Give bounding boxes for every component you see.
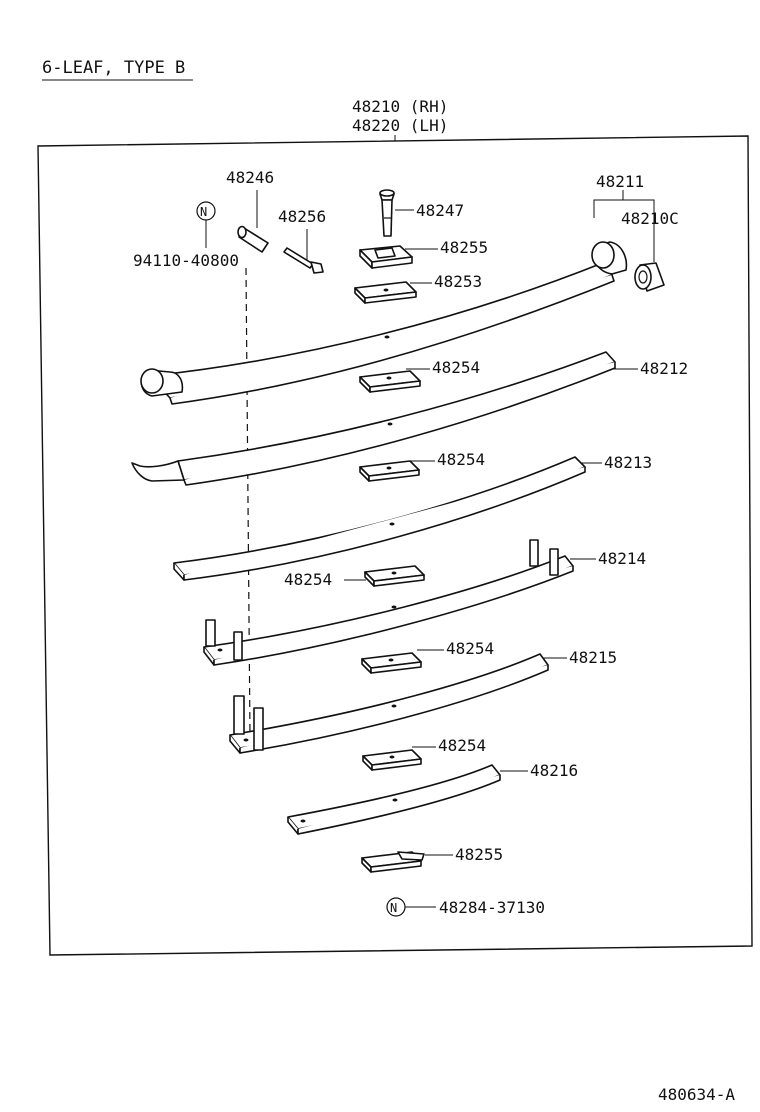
liner-48254-a [359, 370, 421, 393]
leaf-48216 [287, 764, 501, 835]
liner-48254-c [364, 565, 425, 587]
n-mark-letter: N [200, 205, 207, 219]
leaf-48214 [203, 539, 574, 666]
diagram-title: 6-LEAF, TYPE B [42, 58, 185, 78]
liner-48254-d [361, 652, 422, 674]
assembly-frame [37, 135, 753, 956]
label-48246: 48246 [226, 168, 274, 187]
plate-48255-bottom [361, 851, 425, 873]
label-48212: 48212 [640, 359, 688, 378]
figure-reference-code: 480634-A [658, 1085, 735, 1104]
label-48256: 48256 [278, 207, 326, 226]
label-48284-37130: 48284-37130 [439, 898, 545, 917]
bushing-48210c [634, 262, 665, 292]
label-48213: 48213 [604, 453, 652, 472]
plate-48253 [354, 281, 417, 304]
label-48216: 48216 [530, 761, 578, 780]
label-48210c: 48210C [621, 209, 679, 228]
label-48254-a: 48254 [432, 358, 480, 377]
label-48254-b: 48254 [437, 450, 485, 469]
leaf-48215 [229, 653, 549, 754]
label-48255-top: 48255 [440, 238, 488, 257]
plate-48255-top [359, 245, 413, 269]
label-48211: 48211 [596, 172, 644, 191]
leader-48211-bracket [593, 199, 655, 262]
main-leaf-48211 [140, 241, 628, 405]
leaf-48213 [173, 456, 586, 581]
liner-48254-e [362, 749, 422, 771]
assembly-label-rh: 48210 (RH) [352, 97, 448, 116]
bolt-48256 [283, 247, 324, 274]
label-48254-d: 48254 [446, 639, 494, 658]
leaf-48212 [131, 351, 616, 486]
label-94110-40800: 94110-40800 [133, 251, 239, 270]
label-48254-c: 48254 [284, 570, 332, 589]
liner-48254-b [359, 460, 420, 482]
label-48247: 48247 [416, 201, 464, 220]
center-bolt-alignment-line [245, 267, 251, 736]
label-48253: 48253 [434, 272, 482, 291]
pin-48246 [237, 225, 269, 253]
label-48254-e: 48254 [438, 736, 486, 755]
center-bolt-48247 [379, 189, 395, 237]
label-48214: 48214 [598, 549, 646, 568]
n-mark-letter-bottom: N [390, 901, 397, 915]
assembly-label-lh: 48220 (LH) [352, 116, 448, 135]
label-48215: 48215 [569, 648, 617, 667]
label-48255-bottom: 48255 [455, 845, 503, 864]
